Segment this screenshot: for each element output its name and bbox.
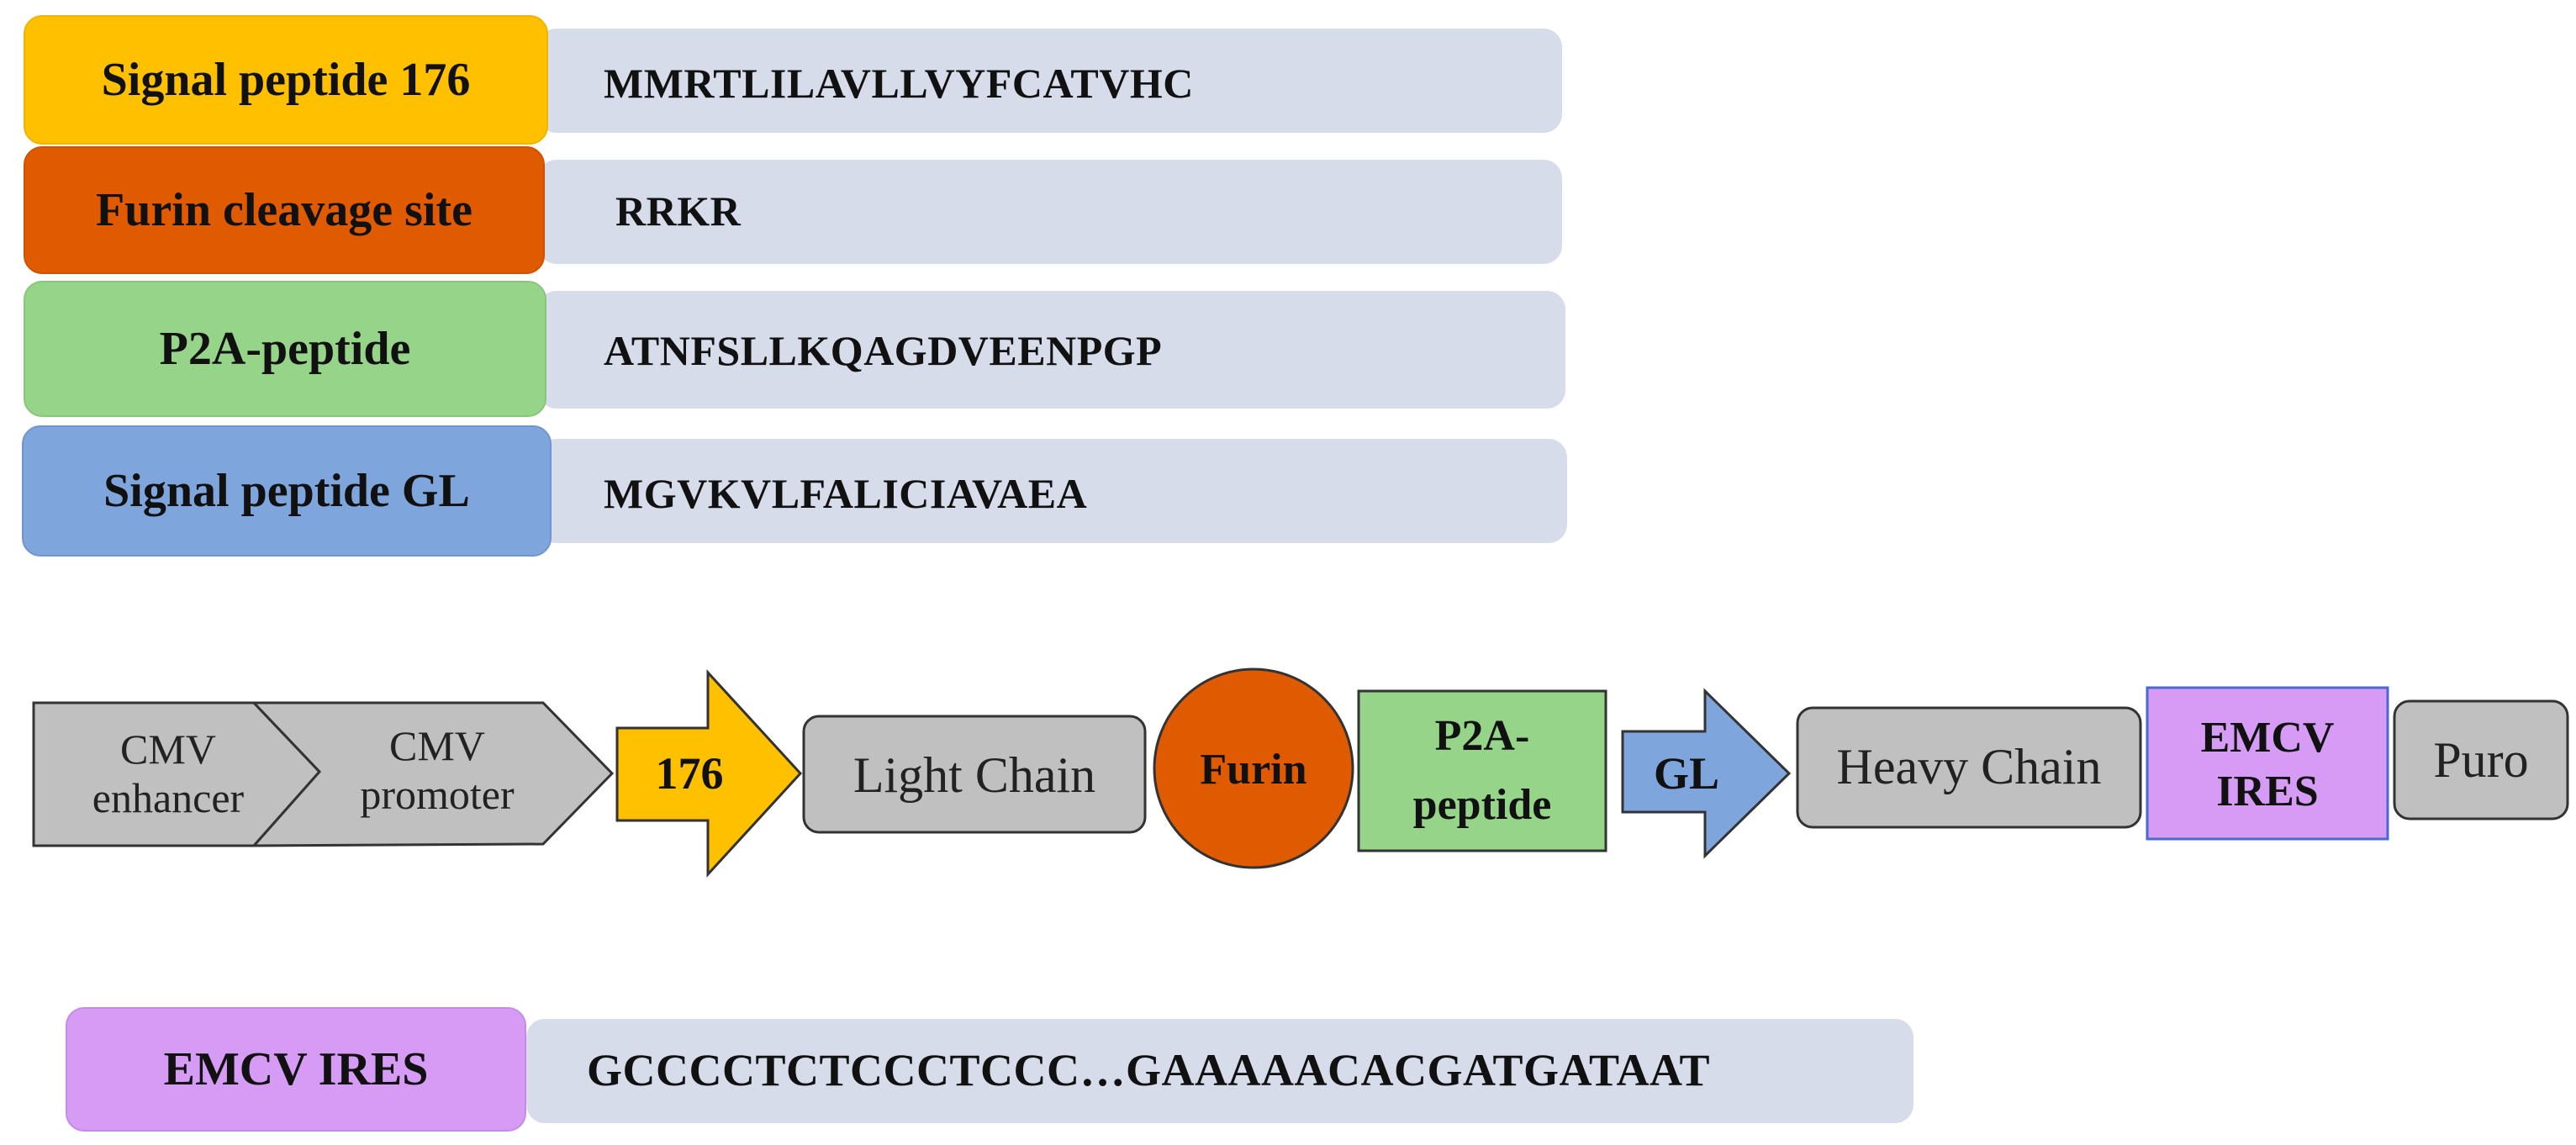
cmv-enhancer-label-2: enhancer	[92, 774, 245, 821]
cmv-enhancer-label-1: CMV	[120, 726, 216, 773]
emcv-ires-element: EMCV IRES	[2146, 686, 2389, 841]
label-signal-peptide-gl: Signal peptide GL	[22, 425, 552, 557]
puro-label: Puro	[2433, 732, 2528, 788]
emcv-ires-label-1: EMCV	[2201, 714, 2335, 762]
label-p2a-peptide: P2A-peptide	[24, 281, 546, 417]
label-signal-peptide-176: Signal peptide 176	[24, 15, 548, 145]
signal-gl-arrow: GL	[1621, 688, 1792, 859]
p2a-label-2: peptide	[1413, 781, 1552, 829]
heavy-chain-label: Heavy Chain	[1837, 739, 2102, 794]
cmv-promoter-element: CMV promoter	[251, 701, 615, 847]
light-chain-label: Light Chain	[853, 747, 1095, 803]
puro-element: Puro	[2393, 699, 2569, 820]
p2a-peptide-element: P2A- peptide	[1357, 689, 1607, 852]
label-furin-cleavage-site: Furin cleavage site	[24, 146, 545, 274]
light-chain-element: Light Chain	[802, 715, 1147, 834]
furin-label: Furin	[1200, 746, 1306, 794]
sequence-signal-peptide-gl: MGVKVLFALICIAVAEA	[604, 470, 1088, 517]
emcv-ires-label-2: IRES	[2216, 768, 2318, 815]
label-emcv-ires: EMCV IRES	[66, 1007, 526, 1132]
sequence-emcv-ires: GCCCCTCTCCCTCCC…GAAAAACACGATGATAAT	[587, 1045, 1711, 1095]
sequence-p2a-peptide: ATNFSLLKQAGDVEENPGP	[604, 327, 1163, 374]
sequence-bar-emcv-ires	[526, 1019, 1914, 1123]
cmv-promoter-label-1: CMV	[389, 722, 485, 769]
sequence-bar-furin	[538, 160, 1562, 264]
sequence-furin-cleavage-site: RRKR	[615, 187, 742, 235]
sequence-signal-peptide-176: MMRTLILAVLLVYFCATVHC	[604, 60, 1194, 107]
signal-176-label: 176	[656, 748, 724, 799]
furin-element: Furin	[1153, 667, 1354, 869]
cmv-enhancer-element: CMV enhancer	[32, 701, 322, 847]
p2a-label-1: P2A-	[1435, 712, 1530, 760]
sequence-bar-p2a	[538, 291, 1565, 409]
signal-176-arrow: 176	[615, 669, 803, 878]
cmv-promoter-label-2: promoter	[360, 771, 515, 818]
sequence-bar-signal-gl	[538, 439, 1567, 543]
signal-gl-label: GL	[1654, 748, 1719, 799]
sequence-bar-signal-176	[538, 29, 1562, 133]
heavy-chain-element: Heavy Chain	[1796, 706, 2142, 829]
